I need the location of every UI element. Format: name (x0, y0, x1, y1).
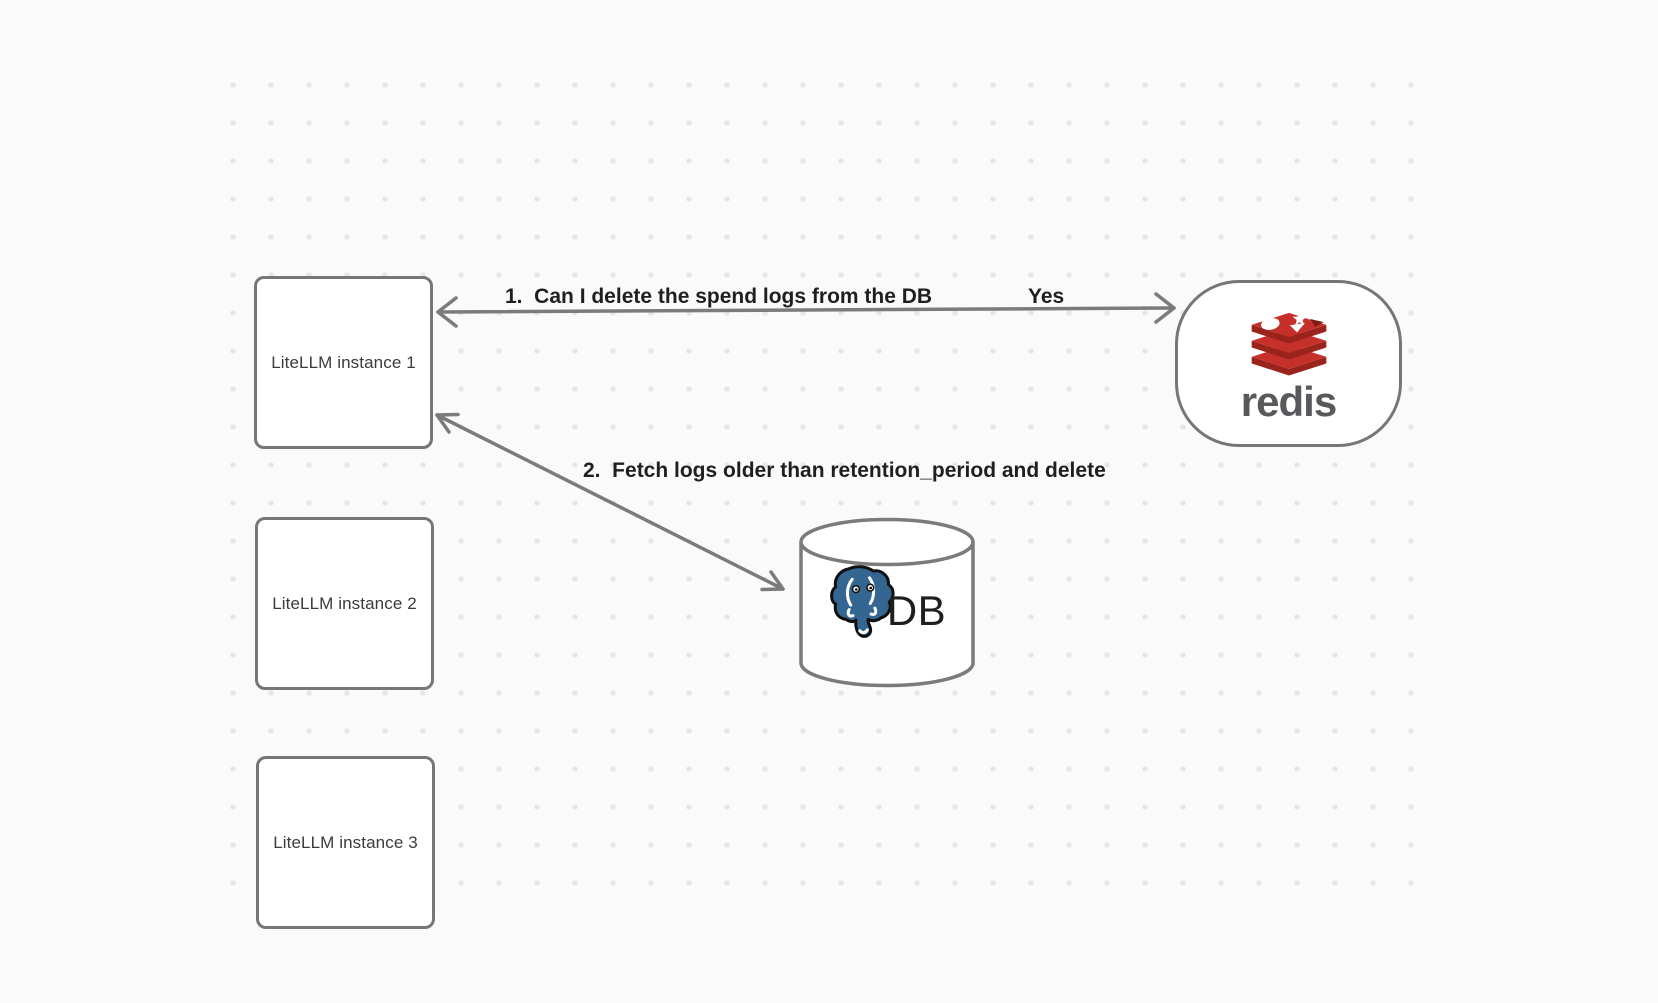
node-litellm-instance-1-label: LiteLLM instance 1 (271, 352, 416, 372)
node-litellm-instance-2-label: LiteLLM instance 2 (272, 593, 417, 613)
redis-logo-icon (1251, 311, 1326, 376)
postgres-elephant-icon (829, 565, 895, 638)
node-database[interactable]: DB (798, 516, 976, 689)
node-database-label: DB (886, 587, 947, 634)
node-redis-label: redis (1240, 378, 1337, 425)
edge-label-step1-answer: Yes (1028, 285, 1065, 308)
node-litellm-instance-2[interactable]: LiteLLM instance 2 (255, 517, 434, 690)
node-litellm-instance-3[interactable]: LiteLLM instance 3 (256, 756, 435, 929)
node-litellm-instance-1[interactable]: LiteLLM instance 1 (254, 276, 433, 449)
edge-label-step1: 1. Can I delete the spend logs from the … (505, 285, 933, 308)
node-litellm-instance-3-label: LiteLLM instance 3 (273, 832, 418, 852)
arrow-instance1-db[interactable] (435, 412, 785, 592)
edge-label-step2: 2. Fetch logs older than retention_perio… (583, 459, 1106, 482)
node-redis[interactable]: redis (1175, 280, 1402, 447)
